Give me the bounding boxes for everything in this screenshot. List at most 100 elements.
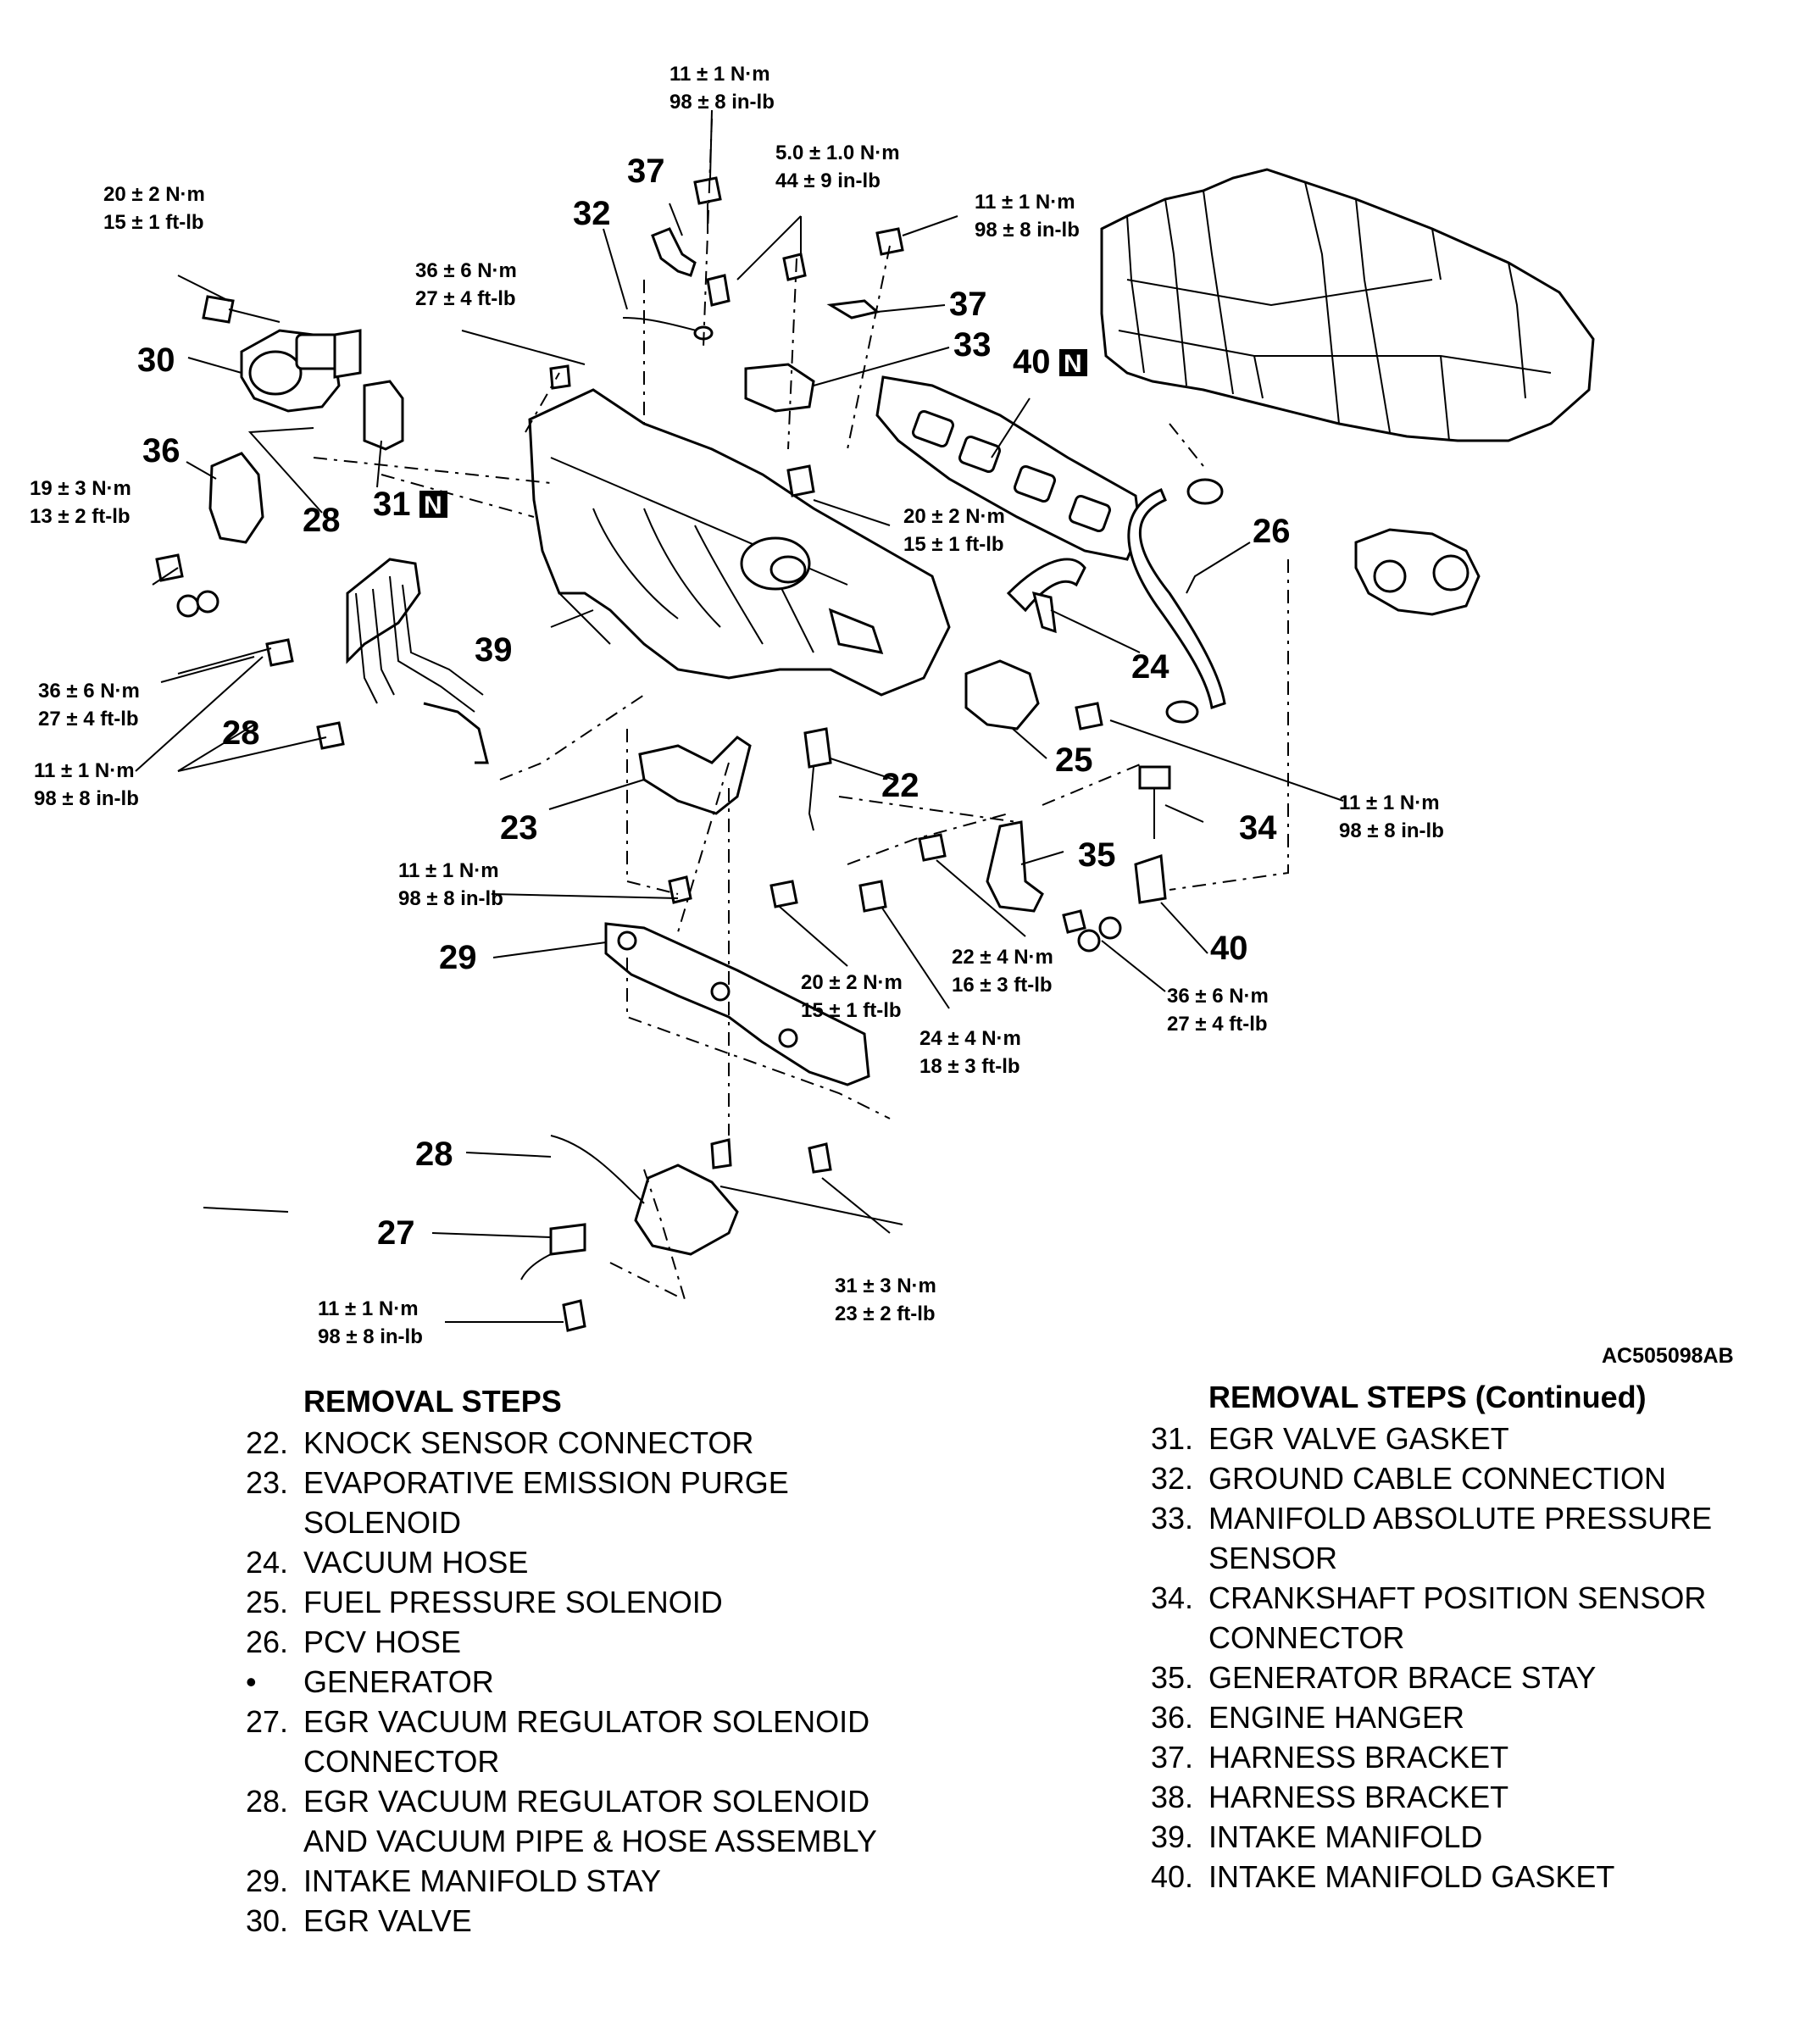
svg-text:19 ± 3 N·m: 19 ± 3 N·m — [30, 477, 131, 500]
bolts — [155, 176, 1122, 1332]
step-item: 31.EGR VALVE GASKET — [1151, 1421, 1509, 1456]
torque-spec: 36 ± 6 N·m27 ± 4 ft-lb — [38, 680, 140, 730]
egr-valve-gasket — [363, 380, 404, 451]
callout-39: 39 — [475, 631, 513, 669]
knock-sensor-connector — [803, 727, 832, 769]
step-item-bullet: •GENERATOR — [246, 1664, 494, 1699]
svg-text:23 ± 2 ft-lb: 23 ± 2 ft-lb — [835, 1302, 936, 1325]
torque-spec: 5.0 ± 1.0 N·m 44 ± 9 in-lb — [775, 142, 900, 192]
svg-text:98 ± 8 in-lb: 98 ± 8 in-lb — [975, 219, 1080, 242]
torque-spec: 20 ± 2 N·m15 ± 1 ft-lb — [801, 971, 903, 1022]
callout-28-lower: 28 — [415, 1136, 453, 1173]
svg-text:22 ± 4 N·m: 22 ± 4 N·m — [952, 946, 1053, 969]
step-item: 26.PCV HOSE — [246, 1625, 462, 1659]
svg-text:36 ± 6 N·m: 36 ± 6 N·m — [38, 680, 140, 703]
egr-regulator-solenoid — [634, 1164, 739, 1256]
callout-35: 35 — [1078, 836, 1116, 874]
svg-text:16 ± 3 ft-lb: 16 ± 3 ft-lb — [952, 974, 1053, 997]
callout-23: 23 — [500, 809, 538, 847]
torque-spec: 22 ± 4 N·m 16 ± 3 ft-lb — [952, 946, 1053, 997]
svg-text:98 ± 8 in-lb: 98 ± 8 in-lb — [1339, 819, 1444, 842]
torque-spec: 20 ± 2 N·m 15 ± 1 ft-lb — [903, 505, 1005, 556]
svg-text:27 ± 4 ft-lb: 27 ± 4 ft-lb — [415, 287, 516, 310]
svg-text:20 ± 2 N·m: 20 ± 2 N·m — [801, 971, 903, 994]
fuel-pressure-solenoid — [964, 659, 1040, 730]
callout-30: 30 — [137, 342, 175, 379]
svg-text:15 ± 1 ft-lb: 15 ± 1 ft-lb — [903, 533, 1004, 556]
step-item: 35.GENERATOR BRACE STAY — [1151, 1660, 1597, 1695]
callout-29: 29 — [439, 939, 477, 976]
step-item: 33.MANIFOLD ABSOLUTE PRESSURE SENSOR — [1151, 1501, 1713, 1575]
svg-text:5.0 ± 1.0 N·m: 5.0 ± 1.0 N·m — [775, 142, 900, 164]
callout-40-upper: 40 — [1013, 343, 1051, 380]
step-item: 25.FUEL PRESSURE SOLENOID — [246, 1585, 723, 1619]
svg-text:31 ± 3 N·m: 31 ± 3 N·m — [835, 1275, 936, 1297]
svg-text:98 ± 8 in-lb: 98 ± 8 in-lb — [669, 91, 775, 114]
callout-31: 31 — [373, 486, 411, 523]
exploded-view-diagram: 22 23 24 25 26 27 28 28 28 29 30 31 N 32… — [30, 63, 1734, 1368]
callout-numbers: 22 23 24 25 26 27 28 28 28 29 30 31 N 32… — [137, 153, 1291, 1252]
svg-text:N: N — [424, 492, 442, 519]
svg-text:36 ± 6 N·m: 36 ± 6 N·m — [1167, 985, 1269, 1008]
egr-valve — [240, 329, 362, 413]
svg-text:20 ± 2 N·m: 20 ± 2 N·m — [103, 183, 205, 206]
step-item: 28.EGR VACUUM REGULATOR SOLENOID AND VAC… — [246, 1784, 877, 1858]
callout-34: 34 — [1239, 809, 1277, 847]
callout-36: 36 — [142, 432, 181, 469]
callout-24: 24 — [1131, 648, 1169, 686]
leader-lines — [135, 109, 1344, 1323]
generator-brace-stay — [986, 820, 1044, 913]
engine-block — [1100, 168, 1595, 616]
figure-code: AC505098AB — [1602, 1344, 1734, 1368]
callout-37-right: 37 — [949, 286, 987, 323]
svg-text:20 ± 2 N·m: 20 ± 2 N·m — [903, 505, 1005, 528]
callout-32: 32 — [573, 195, 611, 232]
step-item: 30.EGR VALVE — [246, 1903, 472, 1938]
svg-text:44 ± 9 in-lb: 44 ± 9 in-lb — [775, 169, 881, 192]
engine-hanger — [208, 452, 264, 544]
svg-text:11 ± 1 N·m: 11 ± 1 N·m — [34, 759, 135, 782]
svg-text:13 ± 2 ft-lb: 13 ± 2 ft-lb — [30, 505, 131, 528]
callout-22: 22 — [881, 767, 919, 804]
callout-26: 26 — [1253, 513, 1291, 550]
callout-28-upper: 28 — [303, 502, 341, 539]
removal-steps-right: REMOVAL STEPS (Continued) 31.EGR VALVE G… — [1151, 1377, 1795, 1897]
new-part-mark-40 — [1059, 349, 1087, 376]
intake-manifold-stay — [604, 922, 870, 1086]
torque-specs: 11 ± 1 N·m 98 ± 8 in-lb 5.0 ± 1.0 N·m 44 ±… — [30, 63, 1444, 1348]
callout-25: 25 — [1055, 742, 1093, 779]
crankshaft-sensor-connector — [1138, 765, 1171, 790]
intake-manifold-gasket — [875, 375, 1142, 561]
harness-bracket-37b — [826, 299, 881, 319]
torque-spec: 31 ± 3 N·m 23 ± 2 ft-lb — [835, 1275, 936, 1325]
harness-bracket-37a — [651, 227, 697, 277]
removal-steps-left: REMOVAL STEPS 22.KNOCK SENSOR CONNECTOR … — [246, 1381, 924, 1941]
step-item: 39.INTAKE MANIFOLD — [1151, 1819, 1483, 1854]
step-item: 27.EGR VACUUM REGULATOR SOLENOID CONNECT… — [246, 1704, 870, 1779]
svg-text:27 ± 4 ft-lb: 27 ± 4 ft-lb — [1167, 1013, 1268, 1036]
torque-spec: 11 ± 1 N·m 98 ± 8 in-lb — [318, 1297, 423, 1348]
torque-spec: 36 ± 6 N·m 27 ± 4 ft-lb — [1167, 985, 1269, 1036]
torque-spec: 24 ± 4 N·m18 ± 3 ft-lb — [919, 1027, 1021, 1078]
torque-spec: 11 ± 1 N·m98 ± 8 in-lb — [669, 63, 775, 114]
step-item: 34.CRANKSHAFT POSITION SENSOR CONNECTOR — [1151, 1580, 1707, 1655]
ground-cable — [622, 317, 704, 333]
torque-spec: 20 ± 2 N·m15 ± 1 ft-lb — [103, 183, 205, 234]
intake-manifold — [528, 388, 951, 697]
svg-text:N: N — [1064, 350, 1082, 378]
svg-text:11 ± 1 N·m: 11 ± 1 N·m — [1339, 791, 1440, 814]
svg-text:98 ± 8 in-lb: 98 ± 8 in-lb — [318, 1325, 423, 1348]
torque-spec: 11 ± 1 N·m98 ± 8 in-lb — [34, 759, 139, 810]
torque-spec: 11 ± 1 N·m98 ± 8 in-lb — [398, 859, 503, 910]
torque-spec: 19 ± 3 N·m 13 ± 2 ft-lb — [30, 477, 131, 528]
callout-28-middle: 28 — [222, 714, 260, 752]
torque-spec: 36 ± 6 N·m27 ± 4 ft-lb — [415, 259, 517, 310]
svg-text:24 ± 4 N·m: 24 ± 4 N·m — [919, 1027, 1021, 1050]
removal-steps-continued-heading: REMOVAL STEPS (Continued) — [1208, 1380, 1647, 1414]
svg-text:11 ± 1 N·m: 11 ± 1 N·m — [975, 191, 1075, 214]
svg-text:11 ± 1 N·m: 11 ± 1 N·m — [318, 1297, 419, 1320]
callout-37-left: 37 — [627, 153, 665, 190]
step-item: 36.ENGINE HANGER — [1151, 1700, 1465, 1735]
step-item: 23.EVAPORATIVE EMISSION PURGE SOLENOID — [246, 1465, 789, 1540]
step-item: 22.KNOCK SENSOR CONNECTOR — [246, 1425, 754, 1460]
